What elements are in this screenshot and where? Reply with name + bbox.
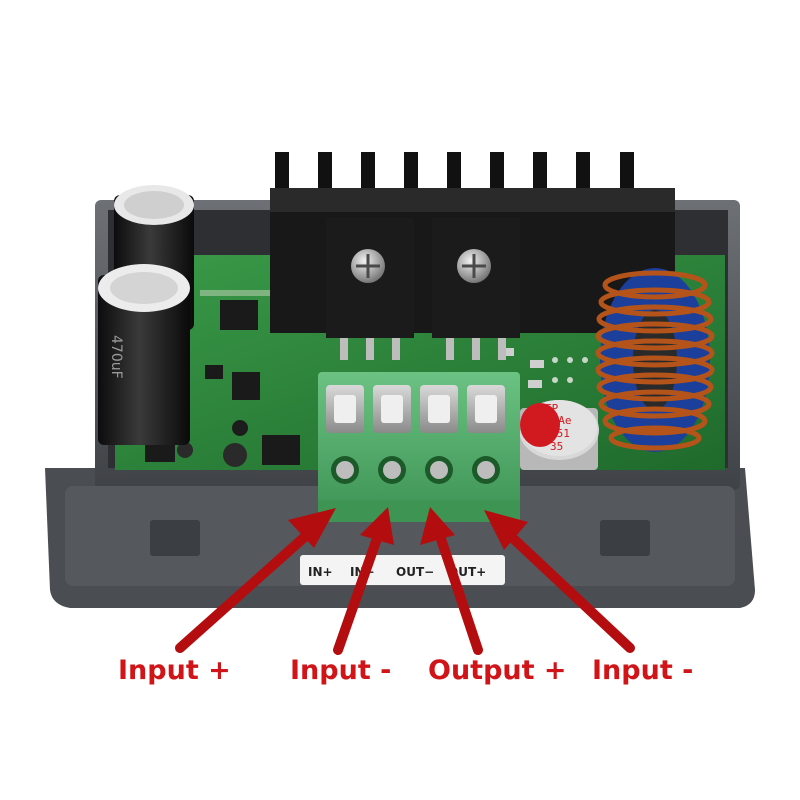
case-clip-left — [150, 520, 200, 556]
arrow-input-minus-2 — [484, 510, 635, 653]
terminal-label-in-plus: IN+ — [308, 565, 333, 579]
terminal-block — [318, 372, 520, 522]
capacitor-mark-4: 35 — [550, 440, 563, 453]
arrow-input-minus-1 — [333, 507, 394, 655]
arrow-input-plus — [175, 508, 336, 653]
mosfet-right — [432, 218, 520, 360]
diode-chip — [220, 300, 258, 330]
ic-chip — [232, 372, 260, 400]
capacitor-left-front: 470uF — [98, 264, 190, 445]
capacitor-mark-2: 42Ae — [545, 414, 572, 427]
arrow-output-plus — [420, 507, 483, 655]
label-output-plus: Output + — [428, 655, 567, 686]
terminal-slot-1 — [326, 385, 364, 484]
capacitor-mark-3: 151 — [550, 427, 570, 440]
capacitor-rating: 470uF — [108, 335, 124, 379]
terminal-slot-3 — [420, 385, 458, 484]
terminal-legend-strip: IN+ IN− OUT− OUT+ — [300, 555, 505, 585]
label-input-plus: Input + — [118, 655, 231, 686]
terminal-slot-2 — [373, 385, 411, 484]
capacitor-mark-1: FP — [545, 402, 559, 415]
terminal-slot-4 — [467, 385, 505, 484]
inductor-small — [223, 443, 247, 467]
label-input-minus-1: Input - — [290, 655, 392, 686]
toroid-coil — [595, 268, 715, 452]
label-input-minus-2: Input - — [592, 655, 694, 686]
capacitor-right: FP 42Ae 151 35 — [519, 400, 599, 470]
mosfet-left — [326, 218, 414, 360]
case-clip-right — [600, 520, 650, 556]
terminal-label-out-minus: OUT− — [396, 565, 434, 579]
